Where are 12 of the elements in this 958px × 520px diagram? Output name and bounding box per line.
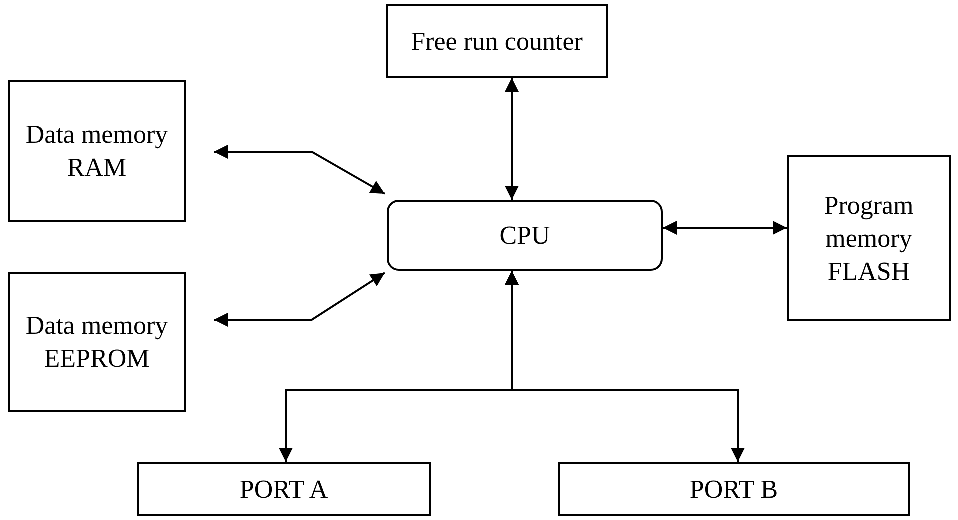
block-box: Program memory FLASH: [787, 155, 951, 321]
rounded-box: CPU: [387, 200, 663, 271]
double-arrow: [505, 271, 745, 462]
block-box: PORT B: [558, 462, 910, 516]
block-box: Data memory RAM: [8, 80, 186, 222]
double-arrow: [214, 272, 386, 327]
block-box: PORT A: [137, 462, 431, 516]
double-arrow: [214, 145, 386, 195]
block-box: Free run counter: [386, 4, 608, 78]
block-box: Data memory EEPROM: [8, 272, 186, 412]
double-arrow: [505, 78, 519, 200]
double-arrow: [663, 221, 787, 235]
